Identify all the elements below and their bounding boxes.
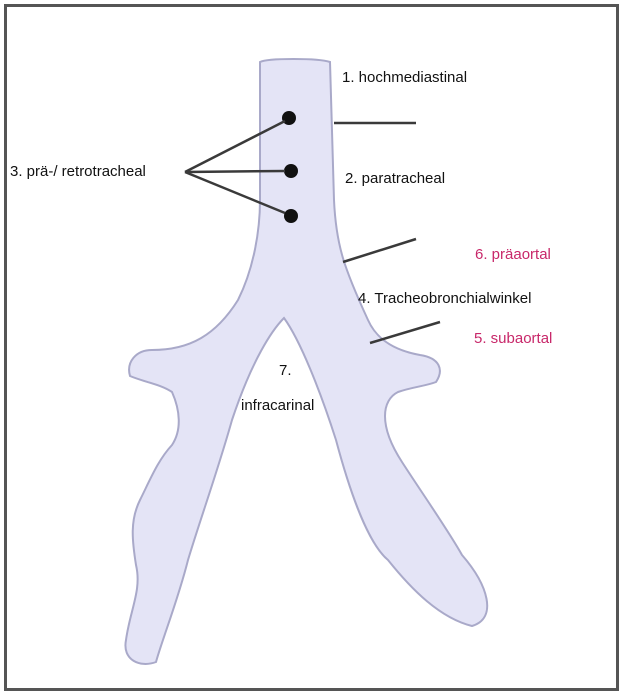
label-subaortal: 5. subaortal [474,330,553,347]
leader-lines [184,119,441,345]
lymph-node-1 [282,111,296,125]
leader-line-retrotracheal-middle [184,169,286,174]
trachea-and-bronchi [124,58,489,665]
label-tracheobronchialwinkel: 4. Tracheobronchialwinkel [358,290,532,307]
lymph-node-3 [284,209,298,223]
label-paratracheal: 2. paratracheal [345,170,446,187]
label-hochmediastinal: 1. hochmediastinal [342,69,468,86]
leader-line-praeaortal [342,237,417,264]
label-infracarinal: infracarinal [241,397,315,414]
label-infracarinal-number: 7. [279,362,292,379]
lymph-node-2 [284,164,298,178]
leader-line-retrotracheal-lower [184,170,286,215]
label-praeaortal: 6. präaortal [475,246,551,263]
lymph-nodes [282,111,298,223]
label-retrotracheal: 3. prä-/ retrotracheal [10,163,146,180]
leader-line-subaortal [369,320,441,345]
leader-line-retrotracheal-upper [184,119,286,174]
tracheobronchial-tree [124,58,489,665]
